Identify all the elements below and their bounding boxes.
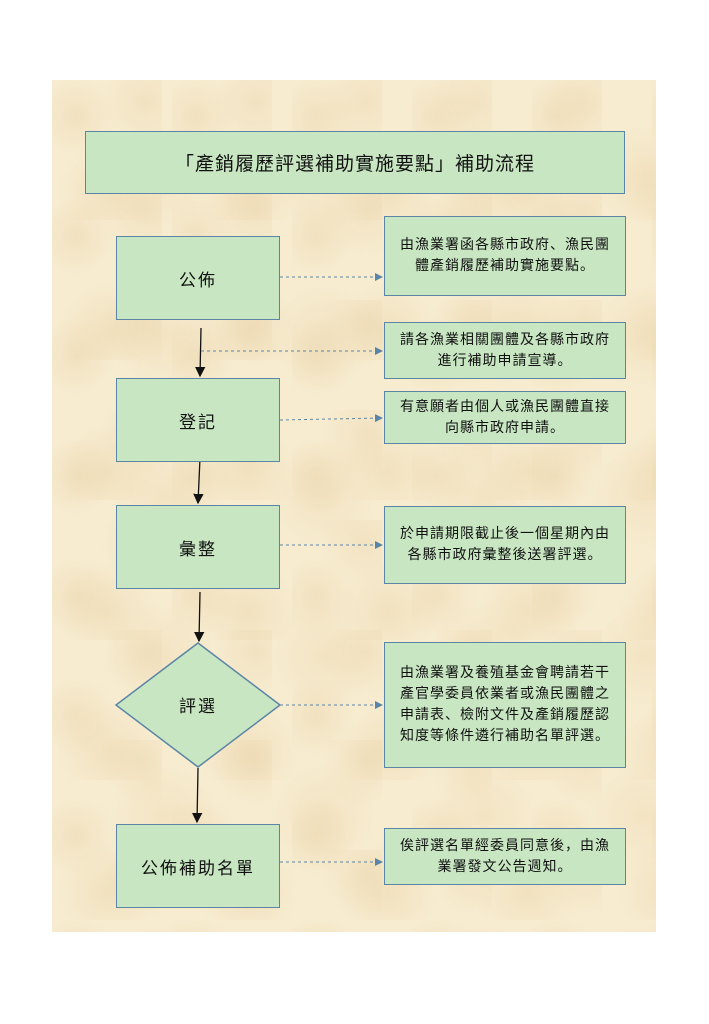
note-publish: 俟評選名單經委員同意後，由漁業署發文公告週知。	[384, 828, 626, 885]
arrow-review-publish	[191, 767, 203, 824]
note-review: 由漁業署及養殖基金會聘請若干產官學委員依業者或漁民團體之申請表、檢附文件及產銷履…	[384, 642, 626, 768]
arrow-compile-review	[193, 591, 205, 643]
step-compile: 彙整	[116, 505, 280, 589]
step-announce: 公佈	[116, 236, 280, 320]
flow-title: 「產銷履歷評選補助實施要點」補助流程	[85, 131, 625, 194]
note-announce: 由漁業署函各縣市政府、漁民團體產銷履歷補助實施要點。	[384, 216, 626, 296]
note-register: 有意願者由個人或漁民團體直接向縣市政府申請。	[384, 391, 626, 444]
step-review: 評選	[179, 696, 217, 717]
dash-connector-3	[279, 414, 383, 423]
arrow-announce-register	[194, 327, 206, 378]
review-diamond	[114, 642, 282, 768]
note-compile: 於申請期限截止後一個星期內由各縣市政府彙整後送署評選。	[384, 506, 626, 584]
step-register: 登記	[116, 378, 280, 462]
note-promote: 請各漁業相關團體及各縣市政府進行補助申請宣導。	[384, 322, 626, 379]
arrow-register-compile	[193, 457, 204, 505]
step-publish: 公佈補助名單	[116, 824, 280, 908]
